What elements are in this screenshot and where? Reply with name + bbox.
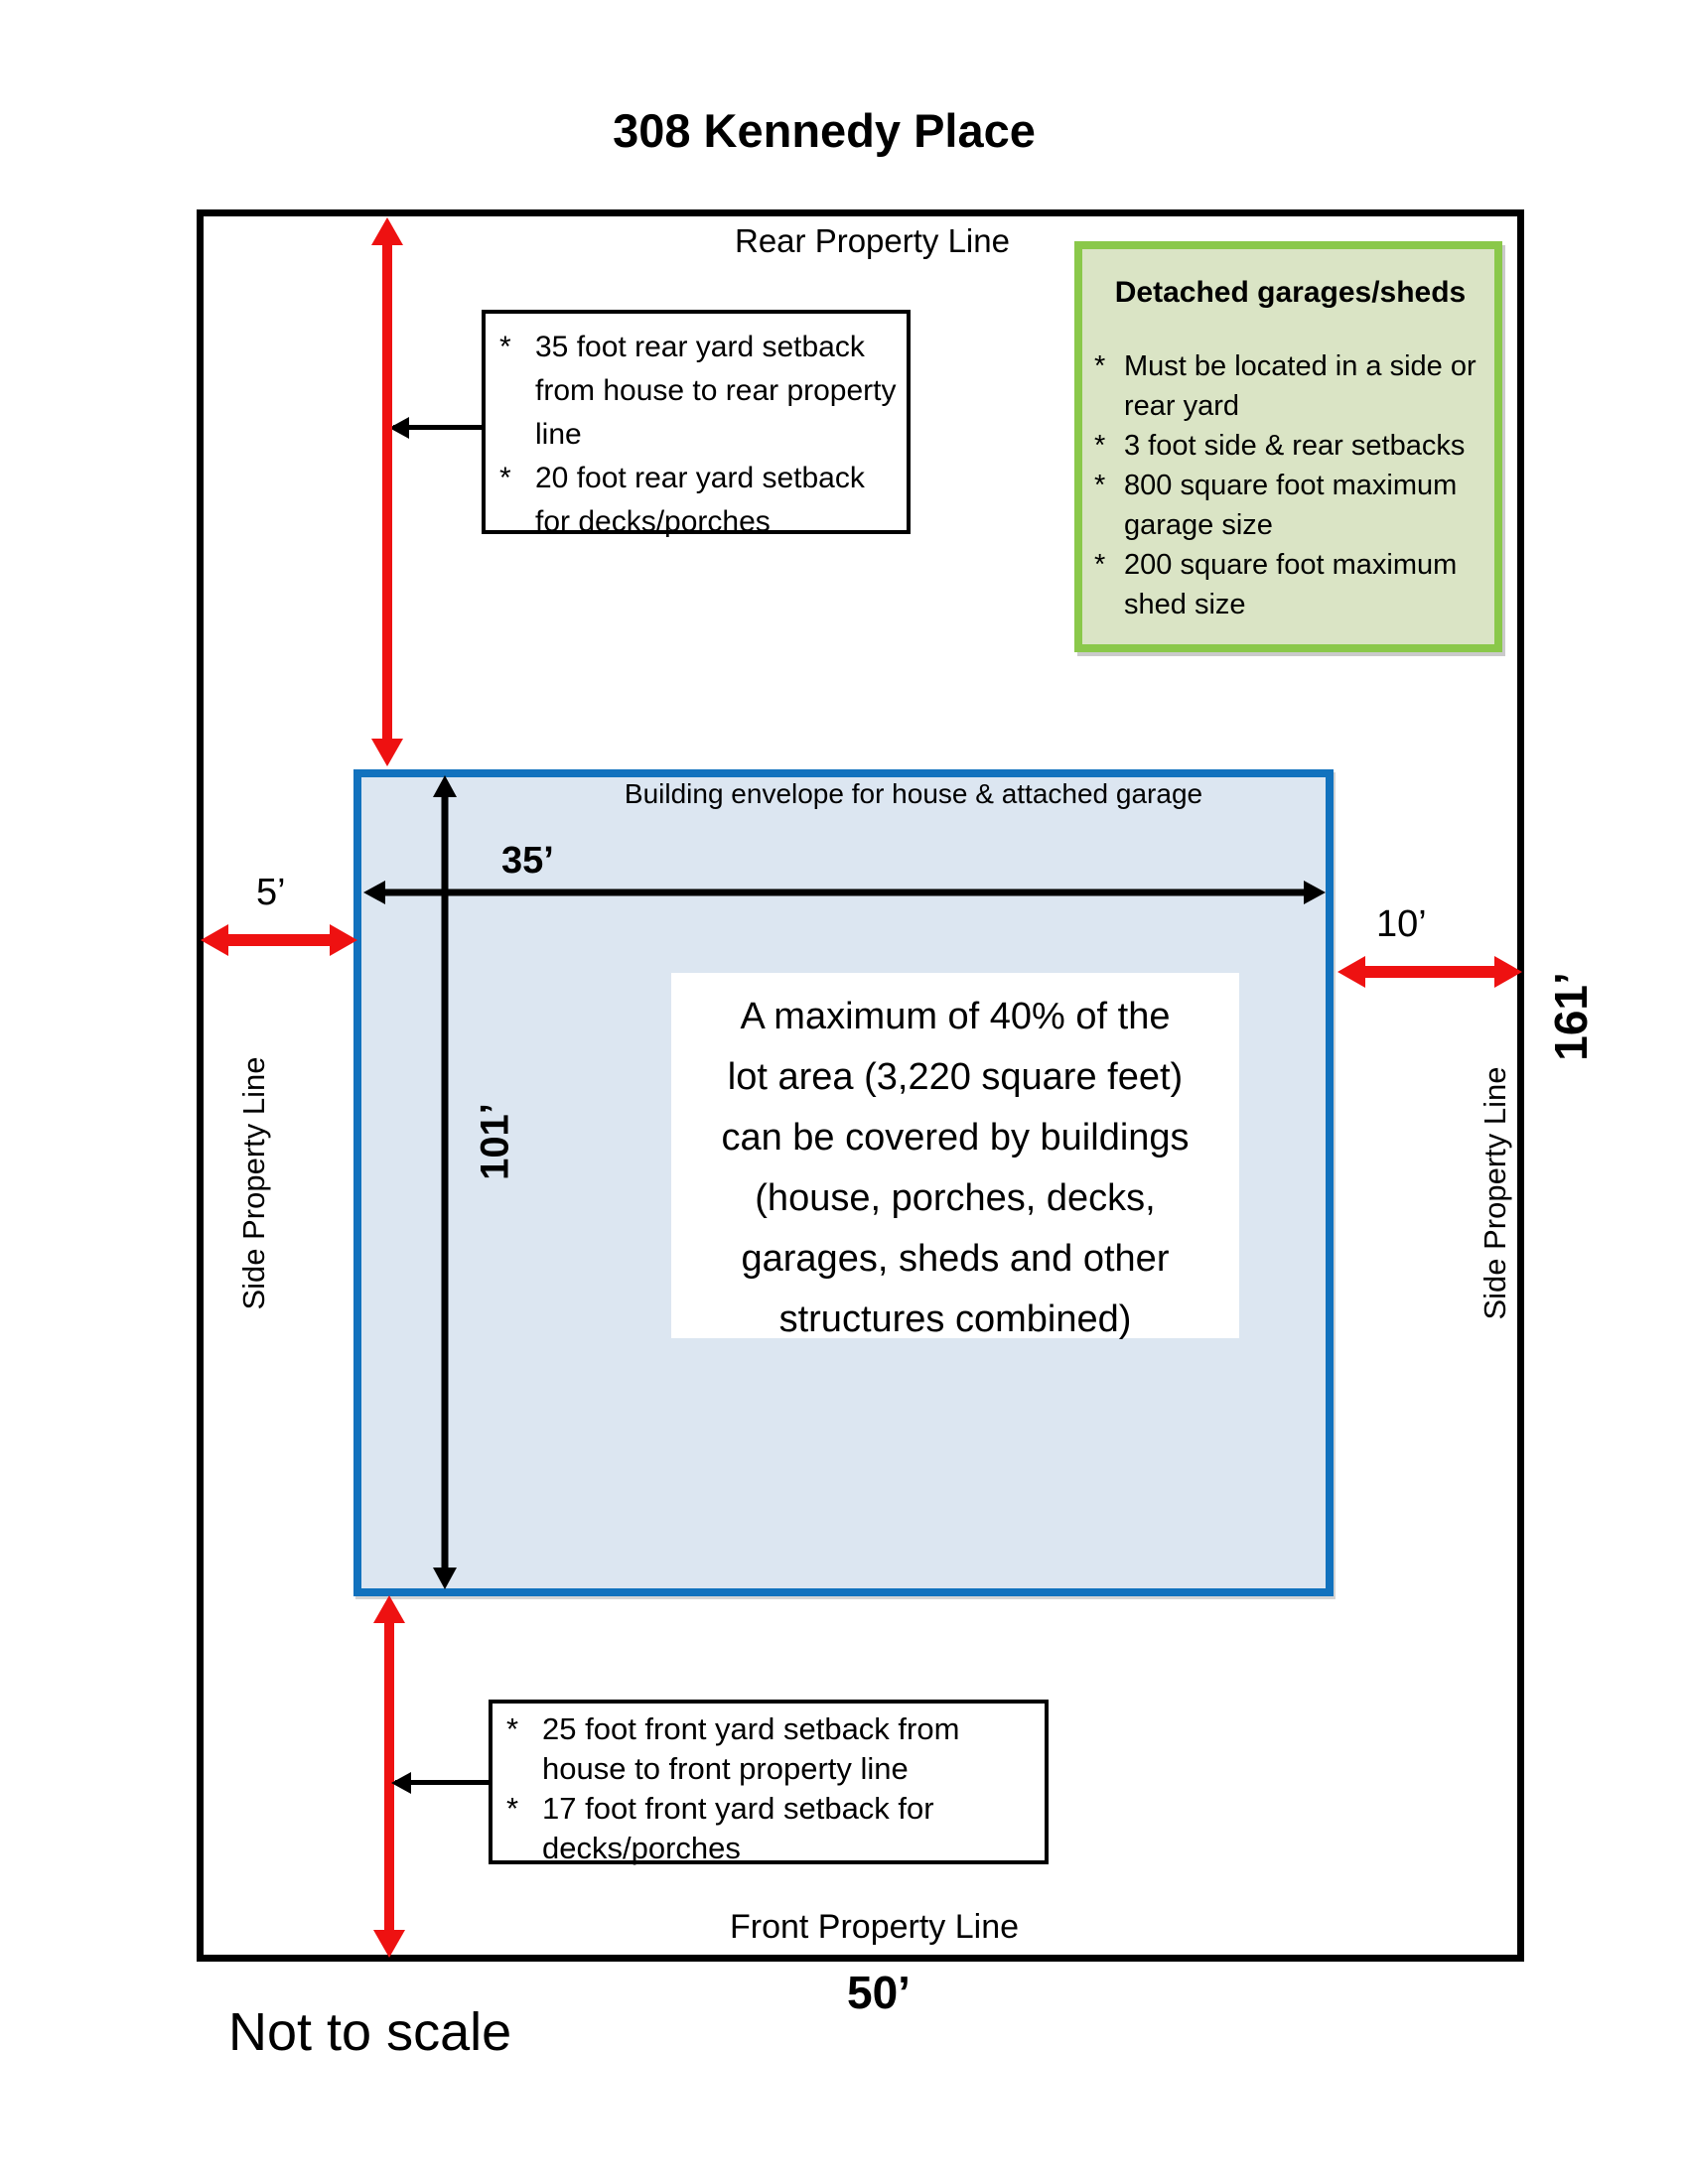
coverage-note-line: garages, sheds and other: [741, 1238, 1170, 1280]
front-property-line-label: Front Property Line: [730, 1908, 1020, 1946]
rear-setback-item: * 20 foot rear yard setback for decks/po…: [499, 457, 899, 544]
coverage-note-line: lot area (3,220 square feet): [727, 1056, 1184, 1098]
rear-setback-item-text: 20 foot rear yard setback for decks/porc…: [535, 462, 865, 538]
coverage-note-box: A maximum of 40% of the lot area (3,220 …: [671, 973, 1239, 1340]
not-to-scale-note: Not to scale: [228, 2002, 512, 2062]
rear-setback-item-text: 35 foot rear yard setback from house to …: [535, 331, 897, 451]
bullet-marker: *: [1094, 549, 1106, 581]
page-title: 308 Kennedy Place: [613, 104, 1036, 157]
detached-box-item: * 800 square foot maximum garage size: [1094, 466, 1486, 545]
front-setback-item: * 17 foot front yard setback for decks/p…: [506, 1789, 1035, 1868]
rear-setback-item: * 35 foot rear yard setback from house t…: [499, 326, 899, 457]
side-setback-arrow-left: [201, 924, 357, 956]
side-setback-left-dimension: 5’: [256, 872, 286, 913]
coverage-note-line: can be covered by buildings: [721, 1117, 1190, 1159]
detached-box-item-text: 3 foot side & rear setbacks: [1124, 430, 1466, 462]
detached-box-item-text: 800 square foot maximum garage size: [1124, 470, 1458, 541]
envelope-depth-arrow: [429, 775, 461, 1589]
front-setback-arrow: [373, 1595, 405, 1958]
side-property-line-label-left: Side Property Line: [236, 1056, 271, 1310]
coverage-note-line: A maximum of 40% of the: [740, 996, 1171, 1037]
front-setback-item: * 25 foot front yard setback from house …: [506, 1709, 1035, 1789]
rear-setback-arrow: [371, 217, 403, 766]
bullet-marker: *: [499, 331, 511, 363]
detached-box-item-text: 200 square foot maximum shed size: [1124, 549, 1458, 620]
lot-width-dimension: 50’: [847, 1967, 911, 2018]
front-setback-item-text: 17 foot front yard setback for decks/por…: [542, 1791, 934, 1865]
bullet-marker: *: [1094, 350, 1106, 382]
side-setback-arrow-right: [1337, 956, 1522, 988]
rear-setback-connector-arrow: [393, 425, 482, 430]
front-setback-item-text: 25 foot front yard setback from house to…: [542, 1711, 960, 1786]
side-setback-right-dimension: 10’: [1376, 903, 1427, 945]
detached-box-item-text: Must be located in a side or rear yard: [1124, 350, 1477, 422]
bullet-marker: *: [1094, 430, 1106, 462]
bullet-marker: *: [506, 1791, 519, 1826]
detached-box-item: * Must be located in a side or rear yard: [1094, 346, 1486, 426]
envelope-width-arrow: [363, 877, 1326, 908]
lot-depth-dimension: 161’: [1545, 972, 1597, 1061]
rear-setback-note-box: * 35 foot rear yard setback from house t…: [482, 310, 911, 538]
detached-garages-sheds-box: Detached garages/sheds * Must be located…: [1074, 241, 1502, 652]
bullet-marker: *: [499, 462, 511, 494]
bullet-marker: *: [1094, 470, 1106, 501]
front-setback-connector-arrow: [395, 1780, 489, 1785]
bullet-marker: *: [506, 1711, 519, 1746]
detached-box-item: * 200 square foot maximum shed size: [1094, 545, 1486, 624]
rear-property-line-label: Rear Property Line: [735, 222, 1010, 259]
coverage-note-line: (house, porches, decks,: [755, 1177, 1156, 1219]
front-setback-note-box: * 25 foot front yard setback from house …: [489, 1700, 1049, 1865]
envelope-depth-dimension: 101’: [473, 1103, 517, 1180]
envelope-width-dimension: 35’: [501, 840, 554, 882]
building-envelope-label: Building envelope for house & attached g…: [624, 778, 1203, 809]
side-property-line-label-right: Side Property Line: [1477, 1066, 1512, 1320]
coverage-note-line: structures combined): [778, 1298, 1132, 1340]
detached-box-title: Detached garages/sheds: [1114, 276, 1467, 309]
detached-box-item: * 3 foot side & rear setbacks: [1094, 426, 1486, 466]
